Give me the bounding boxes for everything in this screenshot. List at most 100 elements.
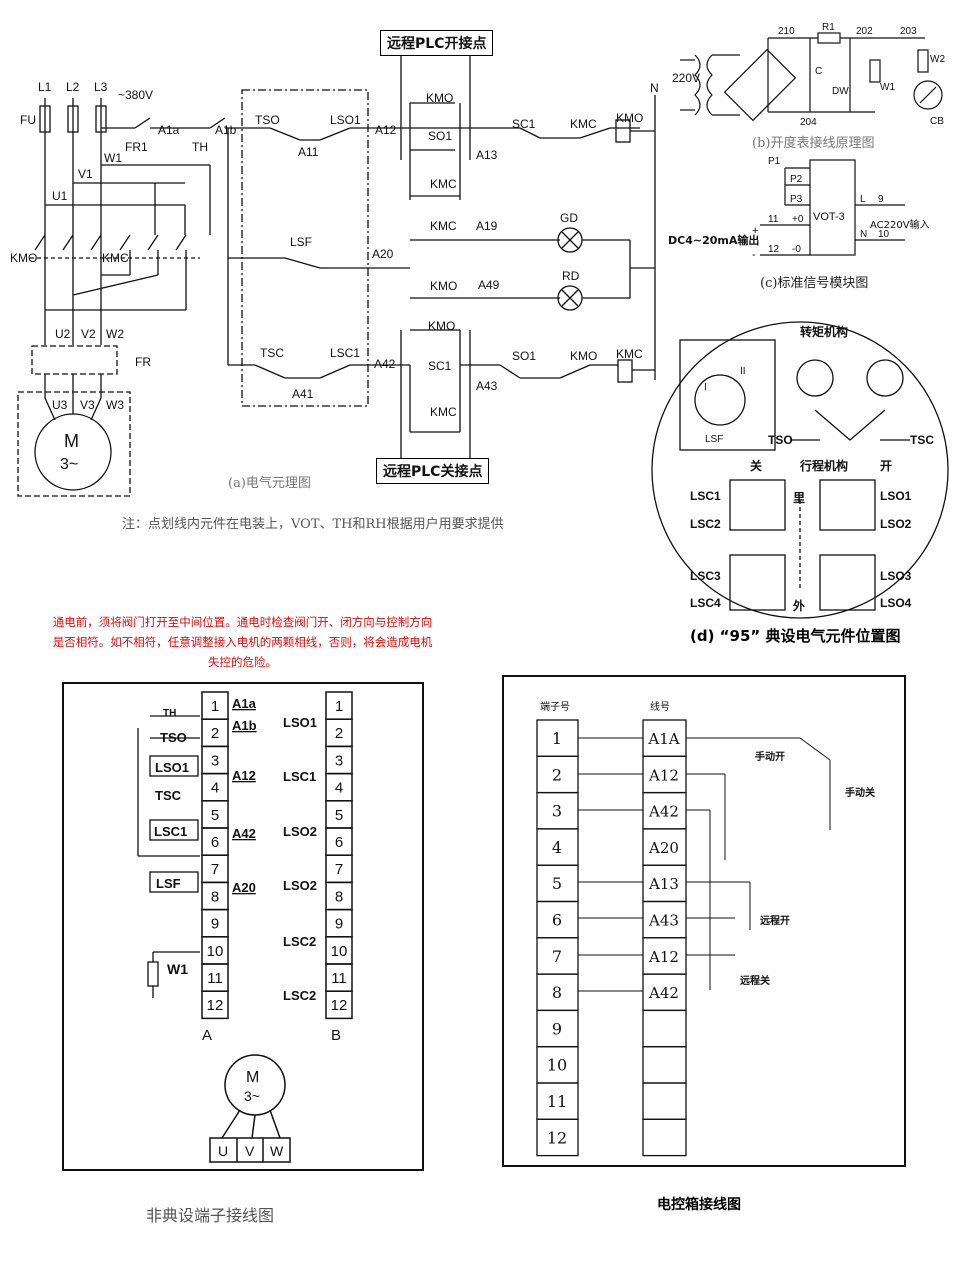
caption-d: (d) “95” 典设电气元件位置图 [690,627,901,645]
meter-w2: W2 [930,54,945,65]
tb-lso1: LSO1 [283,715,317,730]
bottom-motor-m: M [246,1069,259,1086]
cabinet-terminal-number: 6 [552,911,562,930]
inside-label: 里 [793,490,805,505]
fr-label: FR [135,355,151,369]
ta-tsc: TSC [155,788,182,803]
switch-so1-top: SO1 [428,129,452,143]
motor-m: M [64,431,79,451]
aux-kmo-2: KMO [430,279,457,293]
terminal_a-number: 10 [207,943,224,960]
cabinet-terminal-number: 9 [552,1019,562,1038]
bottom-motor [209,1054,291,1163]
module-term-9: 9 [878,194,884,205]
winding-u3: U3 [52,398,68,412]
motor-term-u: U [218,1143,228,1159]
cabinet-terminal-number: 4 [552,838,562,857]
aux-kmo-3: KMO [428,319,455,333]
module-output: DC4~20mA输出 [668,233,759,247]
module-input: AC220V输入 [870,218,930,231]
cabinet-manual-close: 手动关 [845,786,875,799]
tb-lsc1: LSC1 [283,769,316,784]
meter-cb: CB [930,116,944,127]
note-text: 注：点划线内元件在电装上，VOT、TH和RH根据用户用要求提供 [122,517,504,532]
cabinet-wiring [578,737,831,992]
terminal_b-number: 12 [331,997,348,1014]
warning-text: 通电前，须将阀门打开至中间位置。通电时检查阀门开、闭方向与控制方向是否相符。如不… [52,615,433,669]
terminal_b-number: 8 [335,888,343,905]
cabinet-wire-number: A20 [648,839,679,857]
ta-tso: TSO [160,730,187,745]
module-term-l: L [860,194,866,205]
ta-lsc1: LSC1 [154,824,187,839]
module-plus: + [752,225,758,237]
module-p3: P3 [790,194,803,205]
plc-close-box: 远程PLC关接点 [376,458,490,484]
cabinet-terminal-number: 5 [552,874,562,893]
node-a13: A13 [476,148,498,162]
terminal_b-number: 1 [335,698,343,715]
cabinet-wire-number: A43 [648,912,679,930]
cabinet-wire-number: A42 [648,984,679,1002]
plc-open-box: 远程PLC开接点 [380,30,494,56]
aux-kmo-1: KMO [426,91,453,105]
pos-lsf: LSF [705,434,723,445]
winding-v2: V2 [81,327,96,341]
module-p1: P1 [768,156,781,167]
module-term-minus0: -0 [792,244,801,255]
lamp-gd: GD [560,211,578,225]
terminal-b-label: B [331,1027,341,1044]
aux-kmc-2: KMC [430,219,457,233]
fuse-label: FU [20,113,36,127]
terminal_a-number: 5 [211,807,219,824]
pos-roman-i: I [704,382,707,393]
outside-label: 外 [793,598,805,613]
phase-l1: L1 [38,80,52,94]
terminal_b-number: 10 [331,943,348,960]
module-p2: P2 [790,174,803,185]
terminal_b-number: 4 [335,780,343,797]
terminal_b-number: 9 [335,916,343,933]
pos-lso3: LSO3 [880,569,912,583]
meter-b [680,32,943,122]
caption-b: (b)开度表接线原理图 [752,136,875,151]
meter-node-210: 210 [778,26,795,37]
schematic-a [17,55,656,497]
cabinet-terminal-number: 7 [552,947,562,966]
ta-wire-a20: A20 [232,880,256,895]
pos-lsc4: LSC4 [690,596,721,610]
meter-diode: DW [832,86,849,97]
cabinet-wire-number: A13 [648,875,679,893]
contactor-kmc: KMC [102,251,129,265]
node-a42: A42 [374,357,396,371]
node-a12: A12 [375,123,397,137]
lamp-rd: RD [562,269,580,283]
meter-node-204: 204 [800,117,817,128]
cabinet-frame [502,675,906,1167]
ta-lso1: LSO1 [155,760,189,775]
switch-tso: TSO [255,113,280,127]
cabinet-remote-close: 远程关 [740,974,770,987]
motor-3phase: 3~ [60,456,78,473]
winding-w2: W2 [106,327,124,341]
switch-lso1: LSO1 [330,113,361,127]
contactor-kmo: KMO [10,251,37,265]
aux-kmc-4: KMC [570,117,597,131]
cabinet-wire-number: A1A [647,730,679,748]
ta-w1: W1 [167,961,188,977]
winding-u1: U1 [52,189,68,203]
travel-close: 关 [750,458,762,473]
pos-lso4: LSO4 [880,596,912,610]
tb-lsc2-b: LSC2 [283,988,316,1003]
cabinet-terminal-number: 12 [547,1128,567,1147]
aux-kmo-4: KMO [570,349,597,363]
caption-c: (c)标准信号模块图 [760,276,869,291]
terminal_a-number: 12 [207,997,224,1014]
terminal-a-label: A [202,1027,212,1044]
caption-a: (a)电气元理图 [228,476,311,491]
bottom-motor-3phase: 3~ [244,1088,260,1104]
meter-r1: R1 [822,22,835,33]
terminal_b-cell [325,990,353,1020]
module-term-10: 10 [878,229,890,240]
